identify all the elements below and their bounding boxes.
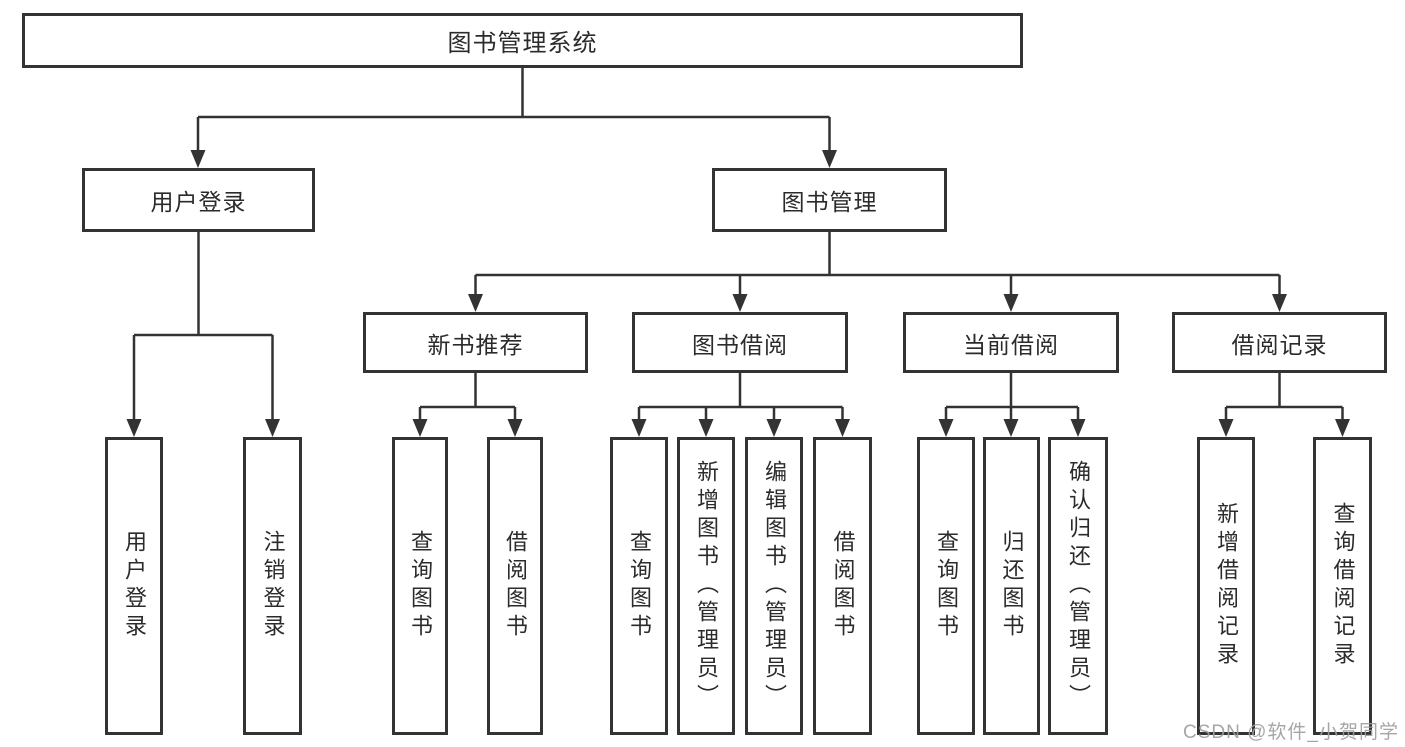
leaf-query-books-recommend: 查询图书 [392, 437, 448, 735]
leaf-query-books-current: 查询图书 [917, 437, 975, 735]
leaf-add-borrow-record: 新增借阅记录 [1197, 437, 1255, 735]
csdn-watermark: CSDN @软件_小贺同学 [1183, 722, 1399, 743]
node-library-management-system: 图书管理系统 [22, 13, 1023, 68]
node-current-borrow: 当前借阅 [903, 312, 1119, 373]
node-user-login: 用户登录 [82, 168, 315, 232]
leaf-borrow-books-recommend: 借阅图书 [487, 437, 543, 735]
leaf-query-borrow-record: 查询借阅记录 [1313, 437, 1372, 735]
leaf-logout: 注销登录 [243, 437, 302, 735]
leaf-return-books: 归还图书 [983, 437, 1040, 735]
node-book-management: 图书管理 [712, 168, 947, 232]
node-borrow-records: 借阅记录 [1172, 312, 1387, 373]
node-new-book-recommend: 新书推荐 [363, 312, 588, 373]
leaf-edit-books-admin: 编辑图书（管理员） [745, 437, 803, 735]
leaf-confirm-return-admin: 确认归还（管理员） [1048, 437, 1108, 735]
leaf-user-login: 用户登录 [105, 437, 163, 735]
node-book-borrow: 图书借阅 [632, 312, 848, 373]
leaf-add-books-admin: 新增图书（管理员） [677, 437, 735, 735]
leaf-borrow-books: 借阅图书 [813, 437, 872, 735]
leaf-query-books-borrow: 查询图书 [610, 437, 668, 735]
